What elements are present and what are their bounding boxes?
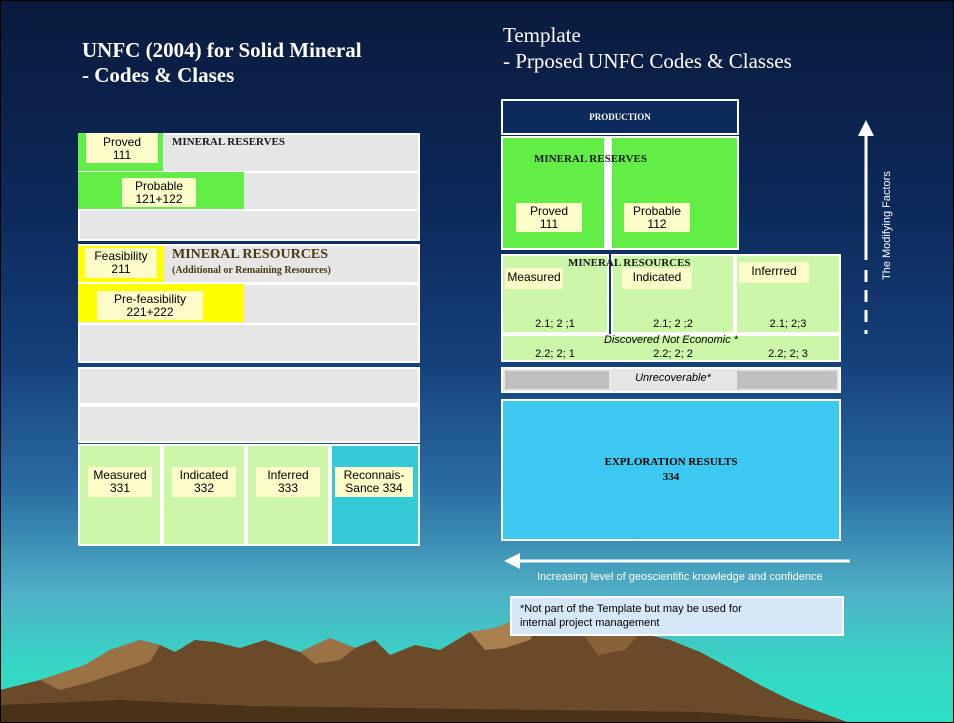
left-prefeasibility-label: Pre-feasibility 221+222 [97,291,203,320]
unrecoverable-gray-left [505,371,609,389]
discovered-not-economic: Discovered Not Economic * [604,334,738,346]
right-measured-cell [501,254,609,334]
right-title-line2: - Prposed UNFC Codes & Classes [503,49,792,73]
modifying-factors-arrow [858,120,874,334]
exploration-code: 334 [662,471,680,483]
not-economic-code-1: 2.2; 2; 1 [535,348,575,360]
right-proved-name: Proved [529,204,569,218]
left-proved-name: Proved [102,135,142,149]
exploration-box [501,399,841,541]
left-indicated-name: Indicated [179,468,229,482]
left-inferred-code: 333 [277,481,299,495]
left-measured-label: Measured 331 [88,467,152,497]
left-proved-code: 111 [112,148,132,162]
right-title-line1: Template [503,23,581,47]
left-indicated-code: 332 [193,481,215,495]
right-inferred-code: 2.1; 2;3 [769,318,807,330]
left-resources-subtitle: (Additional or Remaining Resources) [172,265,331,276]
reserves-divider [604,136,612,250]
exploration-title: EXPLORATION RESULTS [604,456,738,468]
production-box: PRODUCTION [501,99,739,135]
left-probable-name: Probable [134,179,184,193]
right-title: Template - Prposed UNFC Codes & Classes [503,22,792,74]
left-title-line1: UNFC (2004) for Solid Mineral [82,38,362,62]
left-feasibility-code: 211 [111,262,131,276]
right-mineral-resources: MINERAL RESOURCES [568,257,691,269]
left-reconnaissance-name: Reconnais- [343,468,405,482]
template-note-line2: internal project management [520,617,660,629]
right-measured-label: Measured [505,268,563,289]
right-mineral-reserves: MINERAL RESERVES [534,153,648,165]
left-feasibility-name: Feasibility [94,249,148,263]
left-mineral-reserves: MINERAL RESERVES [172,136,286,148]
left-prefeasibility-name: Pre-feasibility [113,292,187,306]
unrecoverable-label: Unrecoverable* [635,372,711,384]
left-measured-code: 331 [109,481,131,495]
right-proved-code: 111 [539,217,559,231]
modifying-factors-label: The Modifying Factors [881,171,893,280]
left-proved-label: Proved 111 [86,133,158,163]
right-probable-name: Probable [632,204,682,218]
left-feasibility-label: Feasibility 211 [85,248,157,278]
left-probable-code: 121+122 [135,192,183,206]
left-prefeasibility-code: 221+222 [126,305,174,319]
left-inferred-label: Inferred 333 [256,467,320,497]
left-measured-name: Measured [93,468,147,482]
left-probable-label: Probable 121+122 [122,178,196,207]
left-reconnaissance-code: Sance 334 [345,481,403,495]
left-inferred-name: Inferred [267,468,309,482]
not-economic-code-3: 2.2; 2; 3 [768,348,808,360]
left-indicated-label: Indicated 332 [172,467,236,497]
unrecoverable-gray-right [737,371,837,389]
left-mineral-resources: MINERAL RESOURCES [172,247,328,262]
reserves-row-3 [78,209,420,241]
right-inferred-label: Inferrred [739,262,809,283]
right-proved-label: Proved 111 [516,203,582,232]
not-economic-row [501,334,841,362]
exploration-row-2 [78,405,420,443]
right-indicated-label: Indicated [622,268,692,289]
left-title: UNFC (2004) for Solid Mineral - Codes & … [82,38,362,88]
right-probable-label: Probable 112 [624,203,690,232]
right-indicated-code: 2.1; 2 ;2 [653,318,693,330]
increasing-knowledge-arrow [504,553,850,569]
not-economic-code-2: 2.2; 2; 2 [653,348,693,360]
right-probable-code: 112 [647,217,667,231]
right-indicated-cell [611,254,735,334]
resources-row-3 [78,323,420,363]
exploration-row-1 [78,367,420,405]
increasing-knowledge-label: Increasing level of geoscientific knowle… [537,571,823,583]
template-note-line1: *Not part of the Template but may be use… [520,603,742,615]
left-title-line2: - Codes & Clases [82,63,235,87]
template-note-box: *Not part of the Template but may be use… [510,596,844,636]
left-reconnaissance-label: Reconnais- Sance 334 [335,467,413,497]
right-measured-code: 2.1; 2 ;1 [535,318,575,330]
